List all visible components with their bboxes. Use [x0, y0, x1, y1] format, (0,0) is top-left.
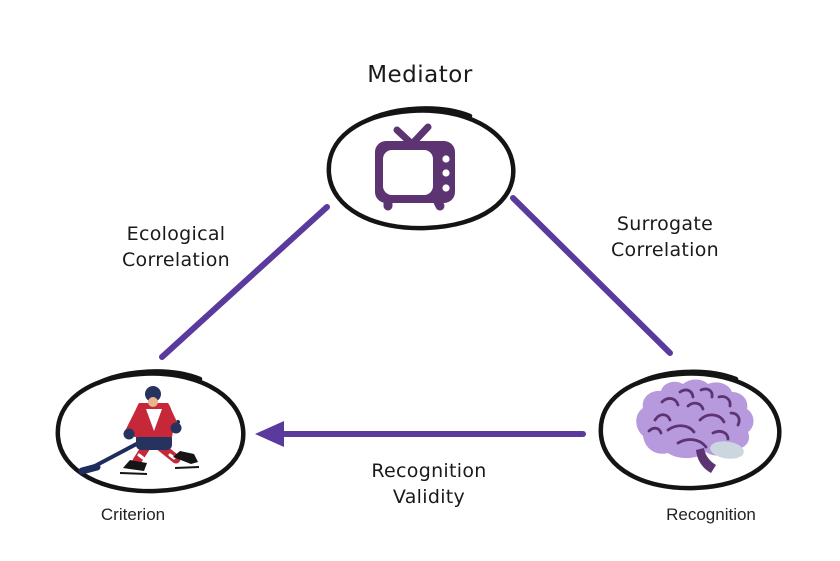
tv-icon	[375, 123, 455, 211]
player-left-sock-stripe	[137, 453, 145, 460]
hockey-stick-blade	[78, 463, 101, 475]
edge-surrogate-correlation: Surrogate Correlation	[510, 195, 719, 356]
brain-stem	[696, 448, 716, 473]
recognition-validity-label-line1: Recognition	[371, 460, 486, 482]
surrogate-correlation-label-line1: Surrogate	[617, 213, 713, 235]
node-recognition: Recognition	[598, 369, 782, 524]
brain-cerebellum	[710, 441, 744, 459]
edge-recognition-validity: Recognition Validity	[255, 421, 586, 508]
brain-sulcus	[698, 413, 726, 424]
brain-sulcus	[729, 411, 741, 427]
ecological-correlation-label-line1: Ecological	[127, 223, 226, 245]
node-mediator	[326, 106, 516, 231]
tv-knob-1	[442, 155, 450, 163]
brain-sulcus	[653, 413, 672, 422]
recognition-validity-label-line2: Validity	[393, 486, 465, 508]
recognition-ellipse-sketch-stroke	[635, 369, 739, 386]
tv-knob-2	[442, 169, 450, 177]
player-right-skate-blade	[174, 466, 200, 469]
edge-ecological-correlation: Ecological Correlation	[122, 204, 330, 360]
arrowhead-left-icon	[255, 421, 284, 447]
surrogate-correlation-label-line2: Correlation	[611, 239, 719, 261]
brain-sulcus	[699, 387, 714, 399]
player-left-glove	[123, 428, 135, 440]
player-right-sock-stripe	[168, 453, 176, 460]
hockey-player-icon	[78, 386, 200, 475]
player-left-arm	[126, 404, 145, 434]
tv-knob-3	[442, 184, 450, 192]
criterion-ellipse-sketch-stroke	[95, 369, 203, 386]
brain-sulci	[647, 387, 741, 449]
recognition-label: Recognition	[666, 505, 756, 524]
brain-icon	[636, 379, 754, 473]
brain-sulcus	[711, 430, 730, 441]
player-right-skate	[173, 451, 198, 464]
player-pants	[136, 433, 172, 450]
player-right-glove	[170, 422, 182, 434]
page-title: Mediator	[367, 62, 473, 88]
tv-screen	[383, 150, 433, 195]
brain-sulcus	[717, 395, 732, 408]
brain-sulcus	[676, 438, 708, 449]
ecological-correlation-line	[159, 204, 330, 360]
criterion-label: Criterion	[101, 505, 165, 524]
brain-sulcus	[660, 397, 680, 407]
node-criterion: Criterion	[55, 369, 246, 524]
brain-sulcus	[647, 426, 663, 435]
surrogate-correlation-line	[510, 195, 673, 356]
player-jersey-chest	[146, 409, 162, 431]
mediator-ellipse-sketch-stroke	[365, 106, 473, 123]
player-left-skate-blade	[119, 472, 148, 475]
brain-sulcus	[666, 424, 696, 434]
player-face	[148, 397, 158, 407]
brain-sulcus	[686, 401, 705, 411]
player-helmet	[145, 386, 161, 402]
ecological-correlation-label-line2: Correlation	[122, 249, 230, 271]
player-left-skate	[123, 460, 147, 471]
tv-feet	[383, 197, 445, 211]
player-right-arm	[162, 404, 178, 429]
brain-sulcus	[678, 388, 695, 399]
